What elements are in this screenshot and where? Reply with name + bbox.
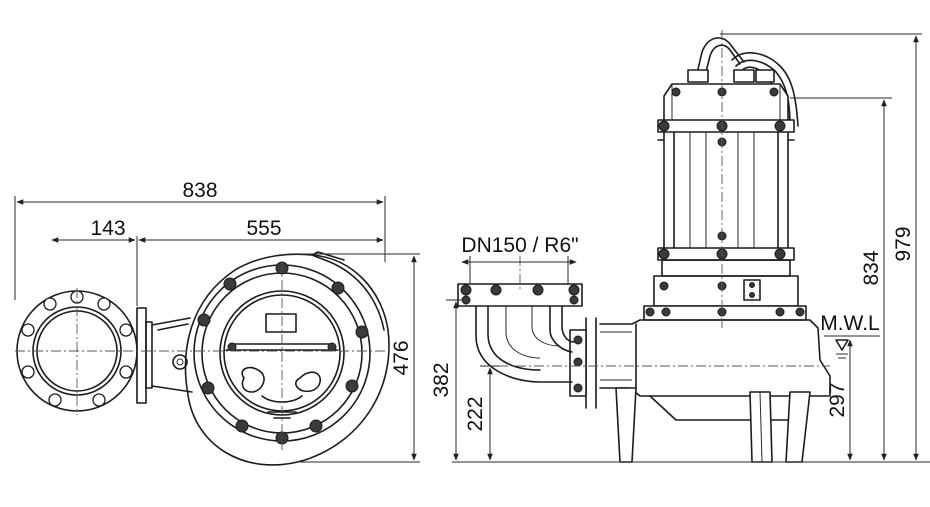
side-view [452,30,930,463]
dim-motor-height: 834 [860,250,883,285]
discharge-size-label: DN150 / R6" [461,234,578,257]
base-stand [615,387,811,463]
discharge-elbow [457,283,583,393]
bearing-housing [643,259,807,321]
plan-dimensions: 838 143 555 476 [14,179,420,463]
discharge-flange [16,290,138,412]
dim-flange-offset: 143 [90,217,125,240]
plan-view [15,251,392,466]
dim-casing-width: 555 [246,217,281,240]
water-level-label: M.W.L [820,312,880,335]
dim-plan-height: 476 [390,340,413,375]
motor-cover [663,83,789,125]
dim-outlet-height: 222 [464,396,487,431]
power-cables [687,37,799,127]
motor-body [657,119,795,261]
dim-discharge-height: 382 [430,362,453,397]
pump-casing-plan [184,251,390,466]
dim-water-level-height: 297 [826,382,849,417]
side-dimensions: DN150 / R6" 382 222 M.W.L 297 834 979 [430,33,922,461]
dim-total-height: 979 [892,226,915,261]
dim-overall-width: 838 [182,179,217,202]
